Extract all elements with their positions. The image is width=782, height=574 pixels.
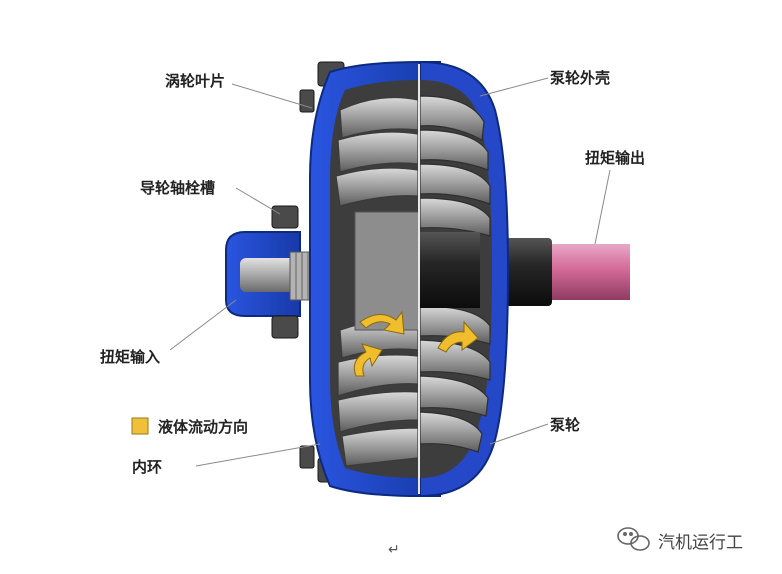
stator-core [354, 211, 420, 331]
label-inner-ring: 内环 [132, 458, 162, 476]
leader-torque-output [594, 169, 611, 245]
watermark-text: 汽机运行工 [658, 533, 743, 553]
leader-lines [169, 77, 611, 467]
fluid-flow-arrows [353, 310, 479, 377]
output-shaft [545, 244, 630, 300]
leader-turbine-blade [231, 83, 313, 109]
legend-swatch [131, 417, 149, 435]
leader-inner-ring [195, 443, 321, 467]
pump-blades [419, 95, 491, 453]
leader-pump-wheel [489, 423, 549, 445]
label-pump-shell: 泵轮外壳 [550, 69, 610, 87]
torque-converter [225, 60, 630, 498]
wechat-icon [617, 527, 650, 551]
return-mark: ↵ [388, 542, 400, 558]
label-turbine-blade: 涡轮叶片 [165, 72, 225, 90]
turbine-hub [420, 232, 480, 308]
leader-torque-input [169, 299, 237, 351]
label-stator-shaft-spline: 导轮轴栓槽 [140, 179, 215, 197]
label-pump-wheel: 泵轮 [550, 416, 580, 434]
label-fluid-direction: 液体流动方向 [158, 418, 248, 436]
watermark: 汽机运行工 [617, 527, 743, 553]
leader-pump-shell [479, 77, 549, 97]
label-torque-output: 扭矩输出 [585, 149, 645, 167]
label-torque-input: 扭矩输入 [100, 348, 160, 366]
leader-stator-spline [235, 187, 281, 215]
